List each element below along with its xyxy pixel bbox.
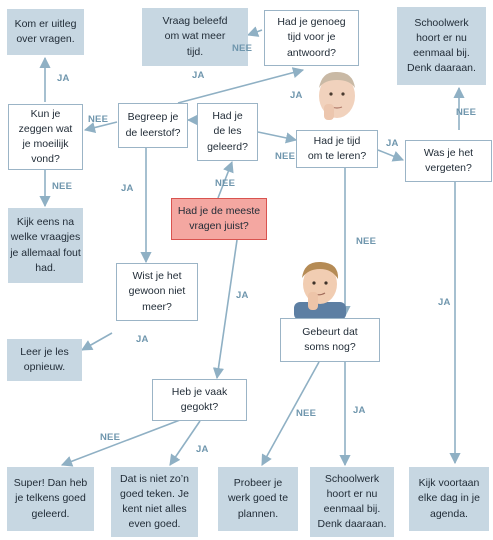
node-schoolwerk-top: Schoolwerk hoort er nu eenmaal bij. Denk… bbox=[397, 7, 486, 85]
node-begreep: Begreep je de leerstof? bbox=[118, 103, 188, 148]
arrow-les-to-tijd bbox=[257, 131, 298, 144]
label-ja: JA bbox=[290, 90, 303, 101]
node-les-geleerd: Had je de les geleerd? bbox=[197, 103, 258, 161]
node-gegokt: Heb je vaak gegokt? bbox=[152, 379, 247, 421]
label-ja: JA bbox=[196, 444, 209, 455]
arrow-tijd-to-vergeten bbox=[377, 149, 405, 162]
label-ja: JA bbox=[353, 405, 366, 416]
node-kun-je-zeggen: Kun je zeggen wat je moeilijk vond? bbox=[8, 104, 83, 170]
label-nee: NEE bbox=[356, 236, 377, 247]
label-ja: JA bbox=[121, 183, 134, 194]
label-nee: NEE bbox=[215, 178, 236, 189]
node-schoolwerk-bottom: Schoolwerk hoort er nu eenmaal bij. Denk… bbox=[310, 467, 394, 537]
label-ja: JA bbox=[438, 297, 451, 308]
node-leer-opnieuw: Leer je les opnieuw. bbox=[7, 339, 82, 381]
node-super: Super! Dan heb je telkens goed geleerd. bbox=[7, 467, 94, 531]
arrow-meeste-to-gegokt bbox=[212, 239, 238, 380]
arrow-begreep-to-kun bbox=[83, 121, 118, 133]
boy-thinking-photo bbox=[294, 261, 346, 320]
arrow-begreep-to-genoeg bbox=[177, 67, 305, 104]
arrow-wist-to-leer bbox=[81, 332, 113, 351]
arrow-gegokt-to-niet bbox=[169, 420, 201, 466]
label-ja: JA bbox=[236, 290, 249, 301]
label-nee: NEE bbox=[296, 408, 317, 419]
label-nee: NEE bbox=[275, 151, 296, 162]
label-ja: JA bbox=[386, 138, 399, 149]
node-meeste-juist: Had je de meeste vragen juist? bbox=[171, 198, 267, 240]
node-vergeten: Was je het vergeten? bbox=[405, 140, 492, 182]
child-thinking-photo-top bbox=[319, 71, 355, 120]
arrow-gegokt-to-super bbox=[60, 419, 181, 467]
label-nee: NEE bbox=[88, 114, 109, 125]
label-nee: NEE bbox=[456, 107, 477, 118]
arrow-meeste-to-les bbox=[217, 160, 234, 199]
label-nee: NEE bbox=[52, 181, 73, 192]
label-nee: NEE bbox=[232, 43, 253, 54]
label-ja: JA bbox=[136, 334, 149, 345]
node-niet-zo-goed: Dat is niet zo’n goed teken. Je kent nie… bbox=[111, 467, 198, 537]
label-nee: NEE bbox=[100, 432, 121, 443]
label-ja: JA bbox=[192, 70, 205, 81]
node-gebeurt-soms: Gebeurt dat soms nog? bbox=[280, 318, 380, 362]
node-kom-er-uitleg: Kom er uitleg over vragen. bbox=[7, 9, 84, 55]
node-genoeg-tijd: Had je genoeg tijd voor je antwoord? bbox=[264, 10, 359, 66]
node-kijk-eens: Kijk eens na welke vraagjes je allemaal … bbox=[8, 208, 83, 283]
node-vraag-beleefd: Vraag beleefd om wat meer tijd. bbox=[142, 8, 248, 66]
arrow-gebeurt-to-probeer bbox=[261, 361, 320, 466]
node-kijk-voortaan: Kijk voortaan elke dag in je agenda. bbox=[409, 467, 489, 531]
arrow-genoeg-to-vraag bbox=[246, 26, 263, 37]
node-wist-niet-meer: Wist je het gewoon niet meer? bbox=[116, 263, 198, 321]
node-probeer: Probeer je werk goed te plannen. bbox=[218, 467, 298, 531]
label-ja: JA bbox=[57, 73, 70, 84]
node-tijd-leren: Had je tijd om te leren? bbox=[296, 130, 378, 168]
